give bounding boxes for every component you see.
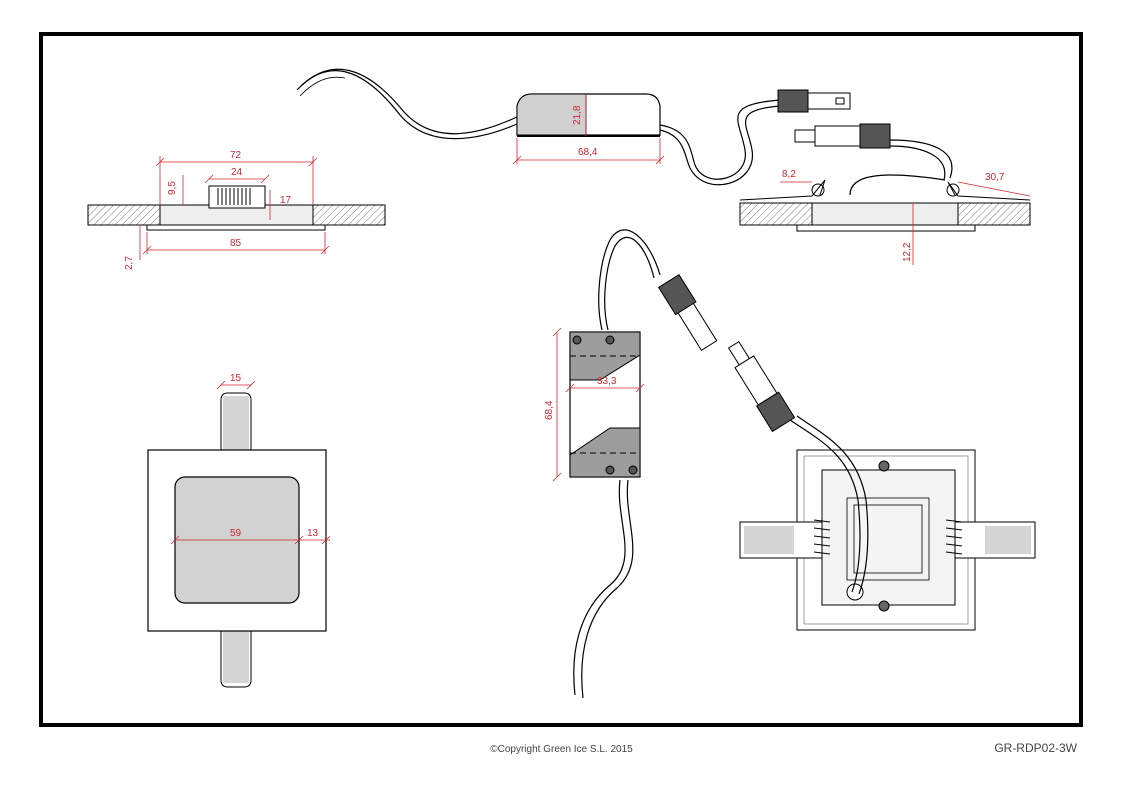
dim-driver-length-side: 68,4 <box>544 400 555 420</box>
dim-total-height: 12,2 <box>902 242 913 262</box>
side-section-view <box>87 185 386 231</box>
dim-driver-width: 33,3 <box>597 376 617 387</box>
dim-frame-height: 9,5 <box>167 181 178 195</box>
dim-spring-length: 30,7 <box>985 172 1005 183</box>
dim-frame-border: 13 <box>307 528 319 539</box>
copyright-notice: ©Copyright Green Ice S.L. 2015 <box>490 744 633 755</box>
driver-side-view <box>296 68 953 196</box>
dim-clip-width: 24 <box>231 167 243 178</box>
male-connector-top <box>794 123 891 149</box>
output-cable <box>659 99 781 180</box>
dim-flange-thickness: 2,7 <box>124 256 135 270</box>
ceiling-left <box>87 204 161 226</box>
clip-coil <box>217 188 251 205</box>
model-code: GR-RDP02-3W <box>994 741 1077 755</box>
dim-clip-depth: 17 <box>280 195 292 206</box>
dim-driver-length-top: 68,4 <box>578 147 598 158</box>
female-connector-top <box>777 89 851 113</box>
ceiling-right <box>312 204 386 226</box>
right-section-view <box>739 179 1031 232</box>
dim-driver-height: 21,8 <box>572 105 583 125</box>
dimensions: 72 24 9,5 17 85 2,7 21,8 68,4 8,2 30,7 1… <box>124 94 1031 545</box>
dim-lens-width: 59 <box>230 528 242 539</box>
male-connector-center <box>727 340 796 433</box>
drawing-border <box>39 32 1083 727</box>
dim-clip-width-front: 15 <box>230 373 242 384</box>
clip-block <box>208 185 266 209</box>
flange <box>146 224 326 231</box>
female-connector-center <box>657 274 718 351</box>
dim-side-width-top: 72 <box>230 150 242 161</box>
back-view <box>739 415 1036 631</box>
input-cable <box>296 70 518 140</box>
dim-spring-offset: 8,2 <box>782 169 796 180</box>
dim-total-width: 85 <box>230 238 242 249</box>
driver-top-view <box>569 229 796 699</box>
